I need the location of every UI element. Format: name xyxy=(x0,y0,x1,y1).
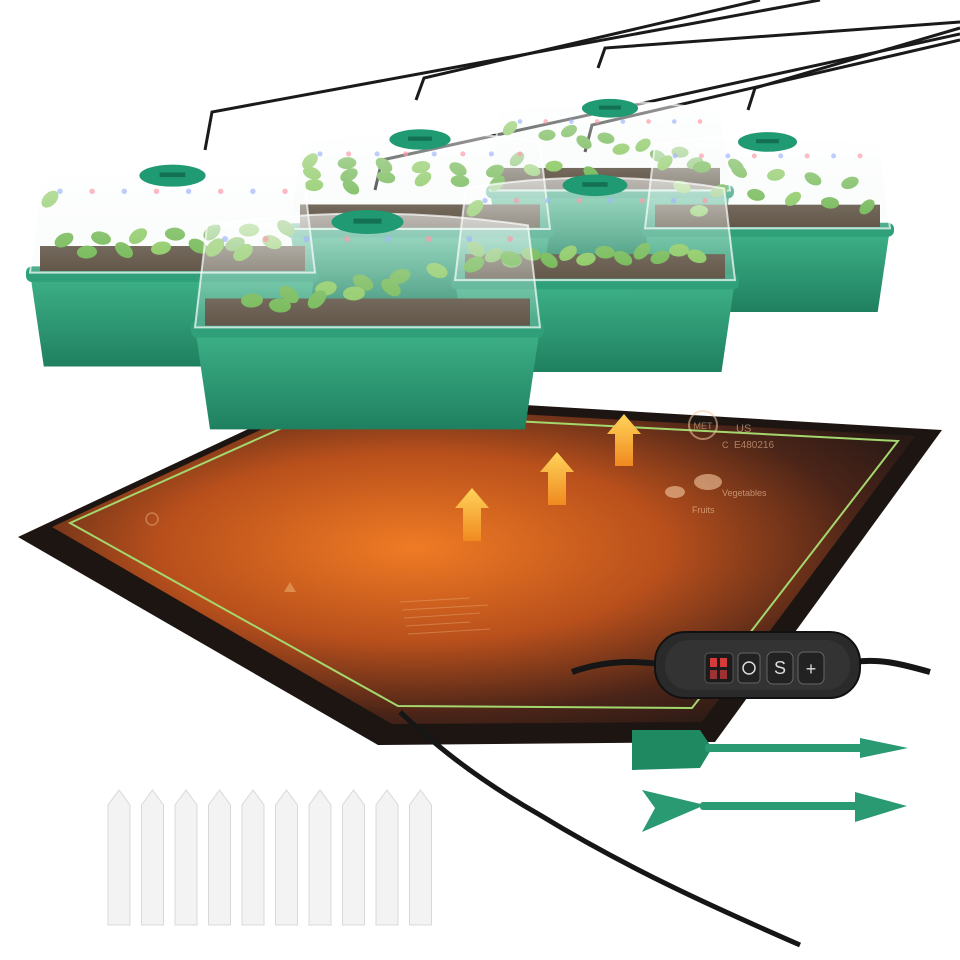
plant-label-stake xyxy=(141,789,164,926)
seed-tray-group xyxy=(26,98,894,430)
mat-fine-print xyxy=(399,597,491,635)
plus-icon: + xyxy=(806,659,817,679)
plant-label-stake xyxy=(308,789,332,926)
mat-power-cord xyxy=(398,710,802,948)
transplant-scoop xyxy=(632,730,908,770)
vent-slider xyxy=(599,105,621,110)
plant-labels xyxy=(107,789,432,926)
mode-icon: S xyxy=(774,658,786,678)
plant-label-stake xyxy=(375,789,399,926)
plant-label-stake xyxy=(409,789,432,926)
heat-arrows xyxy=(455,414,641,541)
plus-button[interactable]: + xyxy=(797,651,825,685)
cert-badge: MET xyxy=(694,421,714,431)
plant-label-stake xyxy=(241,789,265,926)
cert-c: C xyxy=(722,440,729,450)
heat-arrow-2 xyxy=(540,452,574,505)
plant-label-stake xyxy=(174,789,198,926)
mat-warning-icon xyxy=(284,582,296,592)
vent-slider xyxy=(353,218,382,224)
mat-border-line xyxy=(67,409,900,710)
cert-us: US xyxy=(736,423,751,435)
vent-slider xyxy=(159,172,186,178)
cert-code: E480216 xyxy=(734,440,774,451)
vent-slider xyxy=(756,139,779,144)
timer-button[interactable] xyxy=(737,652,761,684)
mode-button[interactable]: S xyxy=(766,651,794,685)
plant-label-stake xyxy=(275,789,298,926)
tray-base xyxy=(195,327,540,430)
mat-info-icon xyxy=(145,512,159,526)
legend-fruits: Fruits xyxy=(692,505,715,515)
vent-slider xyxy=(582,182,608,187)
seed-tray-6 xyxy=(191,210,544,430)
clock-icon xyxy=(742,661,756,675)
controller-cord-right xyxy=(854,657,931,675)
cert-mark: MET US C E480216 xyxy=(688,410,774,451)
heat-arrow-1 xyxy=(455,488,489,541)
controller-cord-left xyxy=(570,659,661,675)
timer-display xyxy=(704,652,734,684)
plant-label-stake xyxy=(342,789,365,926)
vent-slider xyxy=(408,136,432,141)
widger-fork xyxy=(642,790,907,832)
plant-label-stake xyxy=(208,789,231,926)
mat-legend: Fruits Vegetables xyxy=(665,474,767,515)
controller: S + xyxy=(570,631,931,699)
legend-vegetables: Vegetables xyxy=(722,488,767,498)
plant-label-stake xyxy=(107,789,131,926)
heat-arrow-3 xyxy=(607,414,641,466)
